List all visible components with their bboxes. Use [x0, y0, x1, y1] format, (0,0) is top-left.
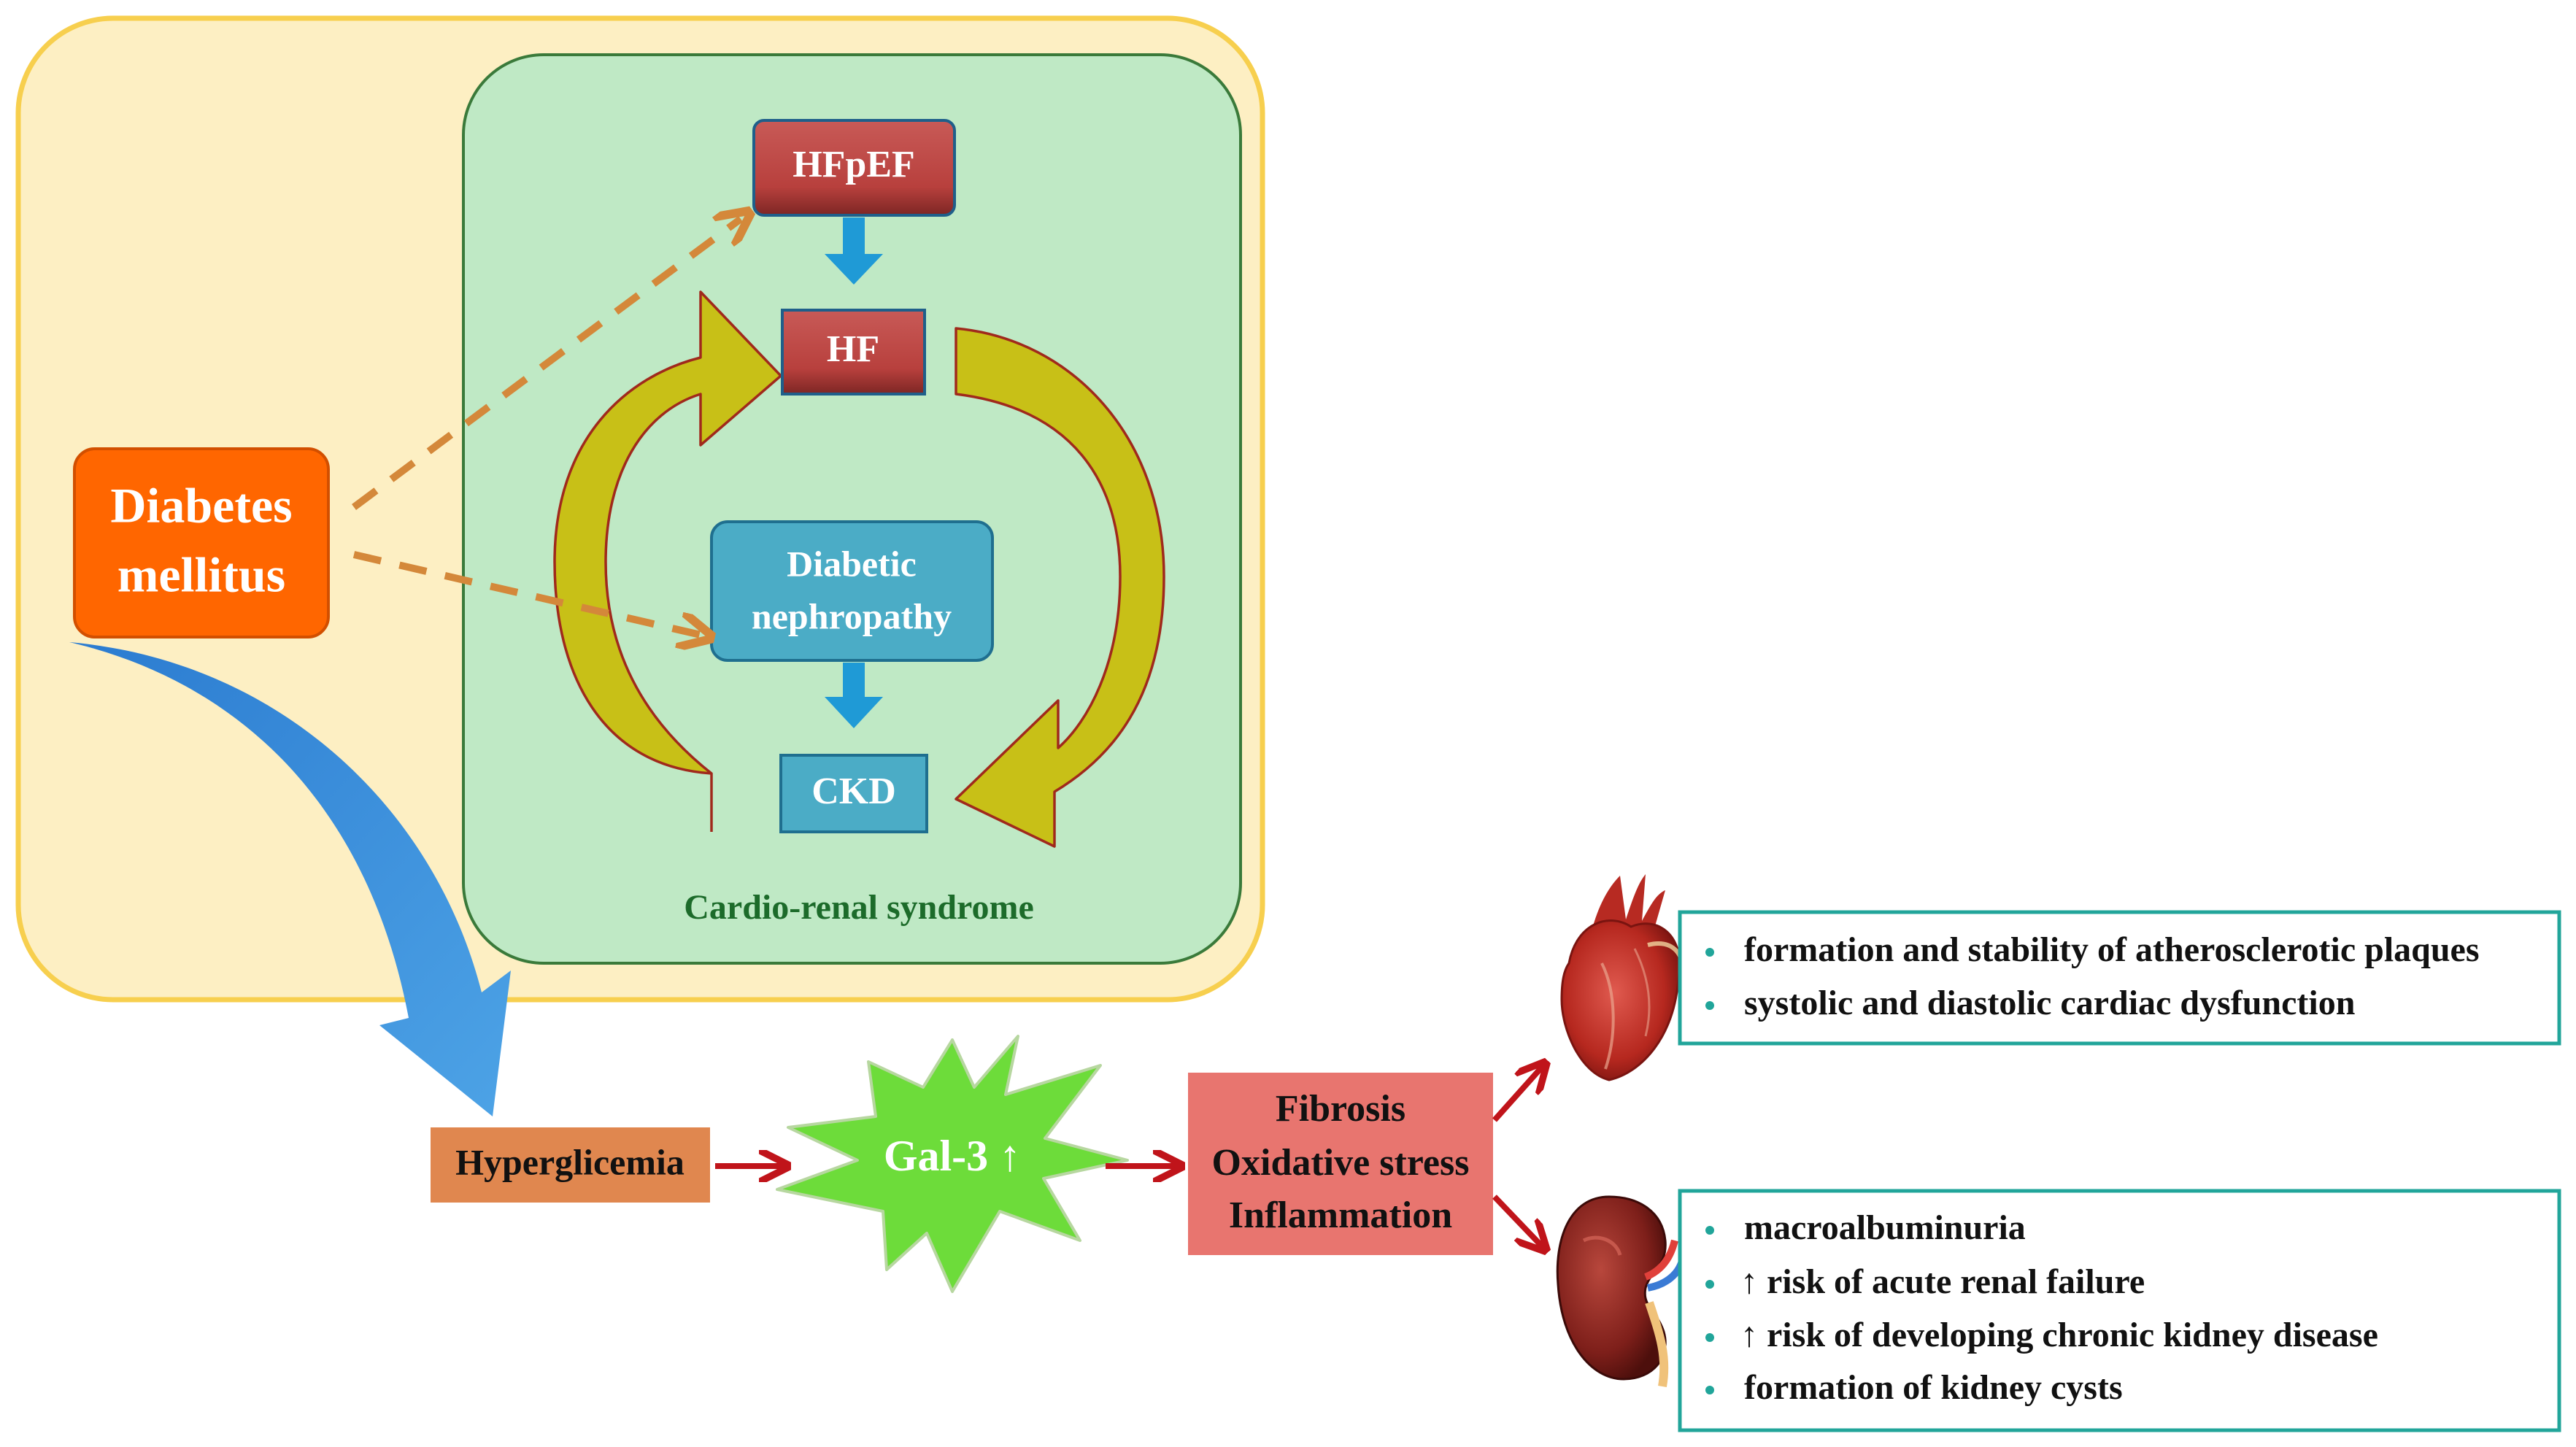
hf-label: HF: [827, 328, 879, 370]
heart-outcomes-box: formation and stability of atherosclerot…: [1678, 910, 2561, 1046]
ckd-label: CKD: [811, 771, 896, 812]
hfpef-to-hf-arrow: [825, 217, 883, 285]
gal3-star: Gal-3 ↑: [776, 1035, 1129, 1293]
kidney-outcomes-box: macroalbuminuria ↑ risk of acute renal f…: [1678, 1189, 2561, 1432]
diabetic-nephropathy-label-2: nephropathy: [752, 595, 952, 636]
bullet: [1705, 948, 1714, 957]
effect-inflammation: Inflammation: [1229, 1195, 1452, 1236]
effects-to-heart-arrow: [1492, 1065, 1543, 1122]
diabetes-to-hfpef-dashed-arrow: [352, 219, 741, 511]
bullet: [1705, 1386, 1714, 1394]
kidney-outcome-3: ↑ risk of developing chronic kidney dise…: [1740, 1316, 2378, 1354]
heart-icon: [1560, 874, 1684, 1081]
kidney-outcome-4: formation of kidney cysts: [1744, 1368, 2123, 1407]
hfpef-label: HFpEF: [793, 144, 915, 185]
ckd-box: CKD: [779, 754, 928, 833]
bullet: [1705, 1280, 1714, 1289]
cycle-arrow-right: [955, 327, 1165, 848]
cycle-arrow-left: [553, 290, 782, 832]
hf-box: HF: [781, 309, 926, 395]
heart-outcome-1: formation and stability of atherosclerot…: [1744, 930, 2480, 969]
diabetic-nephropathy-box: Diabetic nephropathy: [710, 520, 994, 662]
effects-box: Fibrosis Oxidative stress Inflammation: [1188, 1073, 1493, 1255]
diabetes-label-line1: Diabetes: [110, 478, 292, 533]
diabetes-mellitus-box: Diabetes mellitus: [73, 447, 330, 638]
cardio-renal-syndrome-label: Cardio-renal syndrome: [684, 888, 1034, 927]
hfpef-box: HFpEF: [752, 119, 956, 217]
effects-to-kidney-arrow: [1492, 1195, 1543, 1248]
diabetes-label-line2: mellitus: [117, 547, 285, 603]
diabetic-nephropathy-label: Diabetic: [787, 543, 917, 584]
nephropathy-to-ckd-arrow: [825, 663, 883, 728]
effect-fibrosis: Fibrosis: [1276, 1088, 1405, 1130]
bullet: [1705, 1226, 1714, 1235]
hyperglycemia-box: Hyperglicemia: [431, 1127, 710, 1203]
bullet: [1705, 1333, 1714, 1342]
effect-oxidative-stress: Oxidative stress: [1212, 1142, 1470, 1184]
kidney-outcome-2: ↑ risk of acute renal failure: [1740, 1262, 2145, 1301]
heart-outcome-2: systolic and diastolic cardiac dysfuncti…: [1744, 984, 2355, 1022]
kidney-outcome-1: macroalbuminuria: [1744, 1208, 2026, 1247]
diabetes-to-hyperglycemia-arrow: [69, 642, 511, 1116]
gal3-label: Gal-3 ↑: [884, 1132, 1021, 1180]
bullet: [1705, 1001, 1714, 1010]
diabetes-to-nephropathy-dashed-arrow: [352, 551, 701, 635]
hyperglycemia-label: Hyperglicemia: [455, 1141, 685, 1182]
kidney-icon: [1556, 1195, 1686, 1388]
